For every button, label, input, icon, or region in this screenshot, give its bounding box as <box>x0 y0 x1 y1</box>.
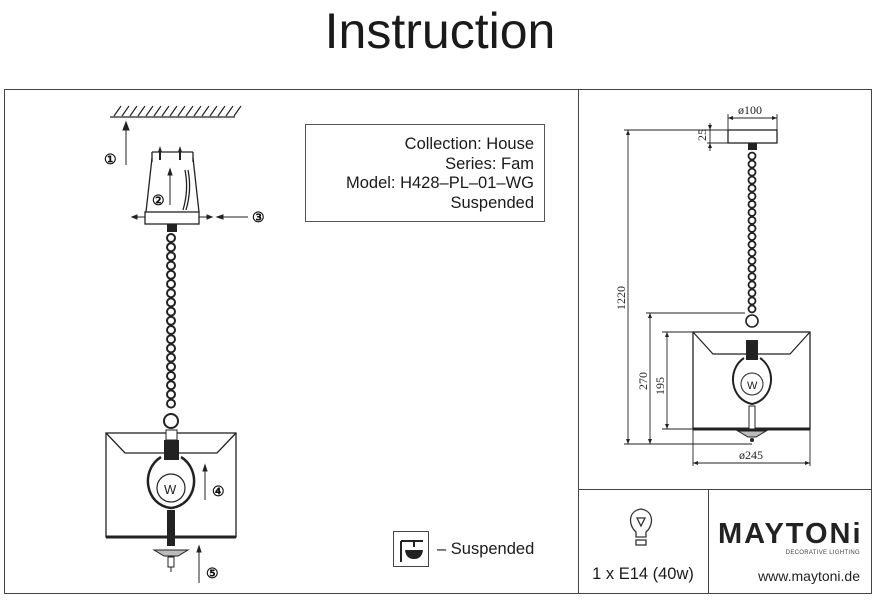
dim-shade-diameter: ø245 <box>739 448 763 462</box>
chain-link <box>166 297 176 308</box>
svg-text:W: W <box>747 380 758 392</box>
chain-link <box>747 256 757 266</box>
suspended-lamp-icon <box>393 531 429 567</box>
chain-link <box>166 334 176 345</box>
chain-link <box>166 306 176 317</box>
chain-link <box>166 242 176 253</box>
chain-link <box>166 288 176 299</box>
assembly-drawing: ① ② ③ W <box>104 105 265 583</box>
bulb-label: W <box>164 482 177 497</box>
dim-total-height: 1220 <box>614 286 628 310</box>
panel-divider <box>578 89 579 594</box>
chain-link <box>747 151 757 161</box>
hatch-line <box>193 105 202 117</box>
dim-canopy-diameter: ø100 <box>738 103 762 117</box>
type-label: Suspended <box>450 193 535 212</box>
step-1-arrow <box>122 120 130 165</box>
hatch-line <box>185 105 194 117</box>
chain-link <box>747 272 757 282</box>
chain-link <box>166 380 176 391</box>
chain-link <box>166 315 176 326</box>
mounting-bracket <box>145 151 200 213</box>
chain-link <box>747 240 757 249</box>
dim-canopy-height: 25 <box>695 129 709 141</box>
light-bulb-icon <box>629 508 653 546</box>
series-label: Series: Fam <box>445 154 534 173</box>
chain <box>166 233 176 409</box>
chain-link <box>166 398 176 409</box>
dim-shade-height: 195 <box>653 377 667 395</box>
product-info-box: Collection: House Series: Fam Model: H42… <box>305 124 545 222</box>
chain-link <box>747 280 757 290</box>
chain-link <box>166 352 176 363</box>
chain-link <box>166 279 176 289</box>
hatch-line <box>225 105 234 117</box>
brand-website: www.maytoni.de <box>758 568 860 584</box>
chain-right <box>747 151 757 314</box>
hatch-line <box>209 105 218 117</box>
hatch-line <box>169 105 178 117</box>
hatch-line <box>137 105 146 117</box>
chain-link <box>747 191 757 201</box>
canopy <box>727 129 778 144</box>
chain-link <box>166 371 176 381</box>
model-label: Model: H428–PL–01–WG <box>345 174 534 192</box>
chain-link <box>747 207 757 217</box>
chain-link <box>166 361 176 372</box>
chain-link <box>747 296 757 306</box>
chain-link <box>166 233 176 243</box>
hatch-line <box>201 105 210 117</box>
hatch-line <box>145 105 154 117</box>
chain-link <box>166 251 176 262</box>
instruction-frame <box>4 89 872 594</box>
chain-link <box>747 232 757 241</box>
hatch-line <box>153 105 162 117</box>
hatch-line <box>121 105 130 117</box>
chain-link <box>166 260 176 271</box>
collection-label: Collection: House <box>404 135 534 153</box>
chain-link <box>747 288 757 298</box>
step-2-marker: ② <box>152 193 165 209</box>
chain-link <box>747 304 757 314</box>
chain-link <box>747 159 757 169</box>
step-3-arrow <box>215 214 248 220</box>
chain-link <box>166 269 176 280</box>
step-4-arrow <box>202 463 208 500</box>
mount-type-legend: – Suspended <box>393 531 534 567</box>
hatch-line <box>161 105 170 117</box>
chain-link <box>747 248 757 258</box>
step-3-marker: ③ <box>252 210 265 226</box>
hatch-line <box>177 105 186 117</box>
chain-link <box>747 224 757 233</box>
footer-divider <box>578 489 872 490</box>
step-2-arrow <box>167 167 173 205</box>
chain-link <box>747 183 757 193</box>
step-5-arrow <box>196 544 202 583</box>
step-5-marker: ⑤ <box>206 566 219 582</box>
page-title: Instruction <box>324 3 556 59</box>
chain-link <box>747 175 757 185</box>
lamp-spec-text: 1 x E14 (40w) <box>592 565 694 583</box>
legend-label: – Suspended <box>437 539 535 558</box>
hatch-line <box>217 105 226 117</box>
chain-link <box>166 325 176 335</box>
chain-link <box>166 389 176 400</box>
dim-lamp-height: 270 <box>636 372 650 390</box>
bulb-glass <box>146 455 196 510</box>
step-1-marker: ① <box>104 152 117 168</box>
brand-tagline: DECORATIVE LIGHTING <box>785 550 860 556</box>
ceiling-hatch <box>110 105 242 118</box>
chain-link <box>166 343 176 354</box>
chain-link <box>747 167 757 177</box>
chain-link <box>747 264 757 274</box>
chain-link <box>747 199 757 209</box>
hatch-line <box>233 105 242 117</box>
chain-link <box>747 215 757 225</box>
hatch-line <box>113 105 122 117</box>
step-4-marker: ④ <box>212 484 225 500</box>
footer-cell-divider <box>708 489 709 594</box>
brand-logo: MAYTONi <box>718 518 863 550</box>
hatch-line <box>129 105 138 117</box>
